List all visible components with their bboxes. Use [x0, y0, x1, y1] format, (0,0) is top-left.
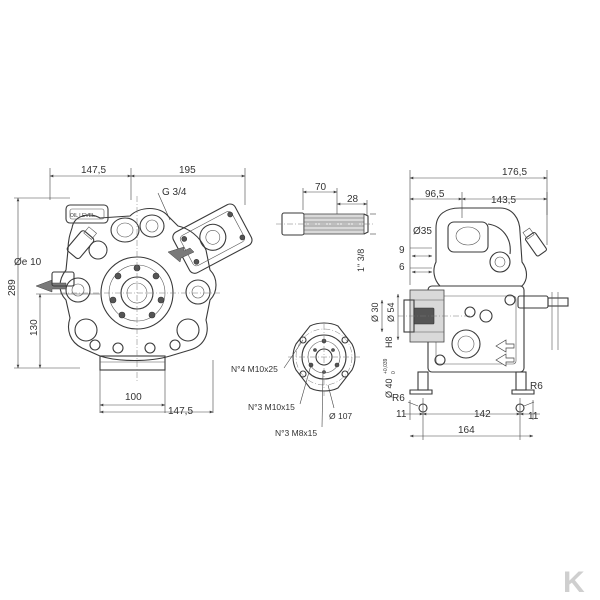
- inlet-arrow-icon: [35, 279, 67, 293]
- dim-176-5: 176,5: [502, 167, 527, 178]
- label-d35: Ø35: [413, 226, 432, 237]
- label-r6-left: R6: [392, 393, 405, 404]
- dim-164: 164: [458, 425, 475, 436]
- label-thread: 1" 3/8: [356, 249, 366, 272]
- dim-11-left: 11: [396, 409, 407, 420]
- label-m10x25: N°4 M10x25: [231, 364, 278, 374]
- dim-143-5: 143,5: [491, 195, 516, 206]
- oil-reservoir: [65, 204, 109, 224]
- dim-147-5-bottom: 147,5: [168, 406, 193, 417]
- dim-142: 142: [474, 409, 491, 420]
- label-h8-sub: 0: [391, 371, 397, 374]
- dim-6: 6: [399, 262, 405, 273]
- dim-11-right: 11: [528, 411, 539, 422]
- label-h8-sup: +0,039: [383, 358, 389, 374]
- flow-arrow-icon-1: [495, 339, 515, 353]
- dim-28: 28: [347, 194, 359, 205]
- brand-logo: K: [563, 566, 585, 599]
- label-h8-suffix: H8: [384, 336, 394, 348]
- label-oe10: Øe 10: [14, 257, 42, 268]
- side-view: 176,5 96,5 143,5 Ø35 9 6: [370, 167, 569, 440]
- outlet-arrow-icon: [167, 246, 195, 263]
- dim-195: 195: [179, 165, 196, 176]
- side-housing-top: [433, 207, 528, 287]
- dim-100: 100: [125, 392, 142, 403]
- label-m10x15: N°3 M10x15: [248, 402, 295, 412]
- label-d54: Ø 54: [386, 302, 396, 322]
- dim-130: 130: [29, 319, 40, 336]
- flange-view: N°4 M10x25 N°3 M10x15 Ø 107 N°3 M8x15: [231, 322, 360, 438]
- dim-289: 289: [7, 279, 18, 296]
- front-view: 147,5 195 G 3/4 OIL LEVEL Øe 10 289 130 …: [7, 165, 253, 417]
- label-h8-main: Ø 40: [384, 378, 394, 398]
- flow-arrow-icon-2: [495, 353, 515, 367]
- base-foot: [99, 355, 166, 371]
- label-m8x15: N°3 M8x15: [275, 428, 317, 438]
- label-r6-right: R6: [530, 381, 543, 392]
- dim-70: 70: [315, 182, 327, 193]
- dim-96-5: 96,5: [425, 189, 445, 200]
- flange-outline: [292, 322, 356, 392]
- dim-9: 9: [399, 245, 405, 256]
- diaphragm-head: [172, 203, 253, 274]
- pump-body: [59, 207, 217, 361]
- shaft-detail: 70 28 1" 3/8: [276, 182, 376, 272]
- label-g34: G 3/4: [162, 187, 187, 198]
- label-d107: Ø 107: [329, 411, 352, 421]
- label-d30: Ø 30: [370, 302, 380, 322]
- logo-letter: K: [563, 566, 585, 599]
- dim-147-5-top: 147,5: [81, 165, 106, 176]
